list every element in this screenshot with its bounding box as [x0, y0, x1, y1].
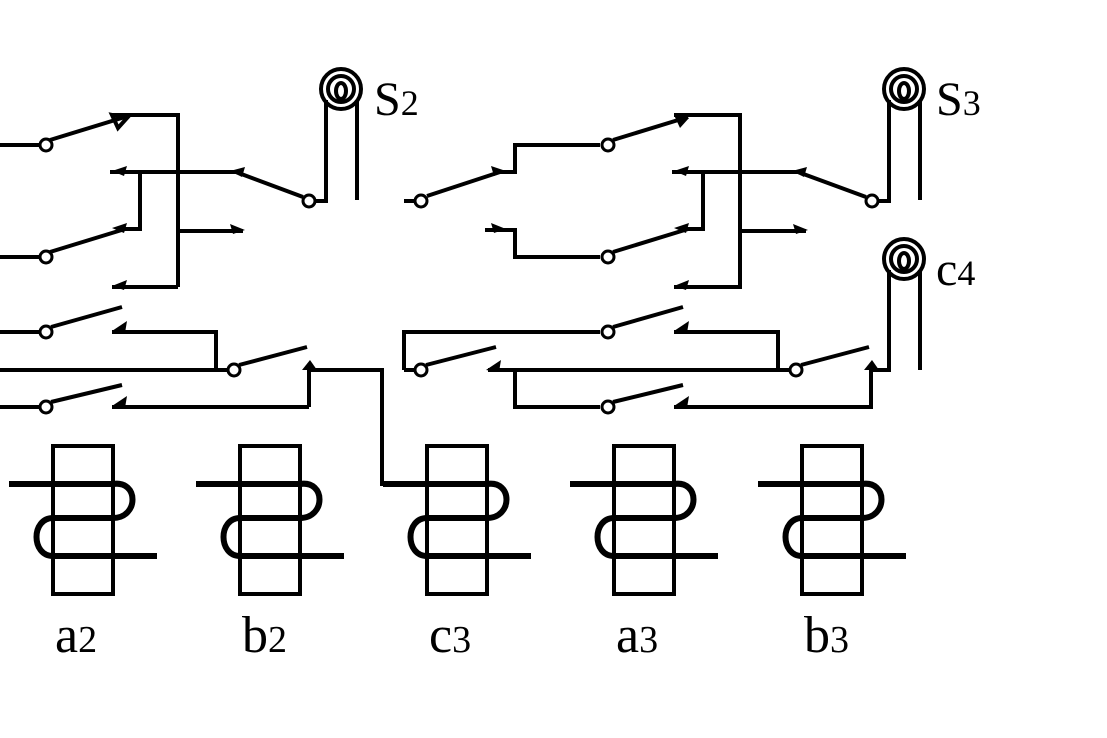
relay-coil-winding: [33, 480, 157, 559]
right-upper-switch-network: [404, 100, 922, 290]
contact-pin: [413, 193, 429, 209]
contact-pin: [413, 362, 429, 378]
relay-b3: b3: [758, 444, 906, 664]
relay-label-letter: b: [804, 607, 830, 664]
relay-label-index: 3: [639, 619, 658, 661]
relay-coil-winding: [407, 480, 531, 559]
relay-b2: b2: [196, 444, 344, 664]
contact-pin: [788, 362, 804, 378]
lamp-s2: S2: [319, 67, 419, 126]
left-lower-switch-network: [0, 305, 428, 486]
relay-label-letter: c: [429, 607, 452, 664]
relay-coil-winding: [594, 480, 718, 559]
contact-pin: [600, 249, 616, 265]
left-upper-switch-network: [0, 100, 359, 290]
relay-c3: c3: [383, 444, 531, 664]
right-lower-switch-network: [402, 270, 922, 415]
relay-label-index: 2: [78, 619, 97, 661]
relay-label-index: 3: [830, 619, 849, 661]
relay-label: c3: [429, 607, 471, 664]
relay-label-index: 3: [452, 619, 471, 661]
lamp-s3-label: S3: [936, 73, 981, 126]
relay-label: a2: [55, 607, 97, 664]
relay-label-letter: a: [616, 607, 639, 664]
contact-pin: [226, 362, 242, 378]
contact-pin: [38, 324, 54, 340]
lamp-c4: c4: [882, 237, 975, 296]
relay-label: b2: [242, 607, 287, 664]
relay-a3: a3: [570, 444, 718, 664]
relay-coil-winding: [782, 480, 906, 559]
contact-pin: [38, 399, 54, 415]
relay-a2: a2: [9, 444, 157, 664]
contact-pin: [600, 324, 616, 340]
relay-label-letter: a: [55, 607, 78, 664]
relay-label-index: 2: [268, 619, 287, 661]
relay-label: b3: [804, 607, 849, 664]
lamp-s2-label: S2: [374, 73, 419, 126]
relay-label: a3: [616, 607, 658, 664]
contact-pin: [600, 399, 616, 415]
contact-pin: [38, 137, 54, 153]
lamp-s3: S3: [882, 67, 981, 126]
contact-pin: [38, 249, 54, 265]
contact-pin: [864, 193, 880, 209]
contact-pin: [301, 193, 317, 209]
lamp-c4-label: c4: [936, 243, 975, 296]
relay-label-letter: b: [242, 607, 268, 664]
contact-pin: [600, 137, 616, 153]
relay-coil-winding: [220, 480, 344, 559]
